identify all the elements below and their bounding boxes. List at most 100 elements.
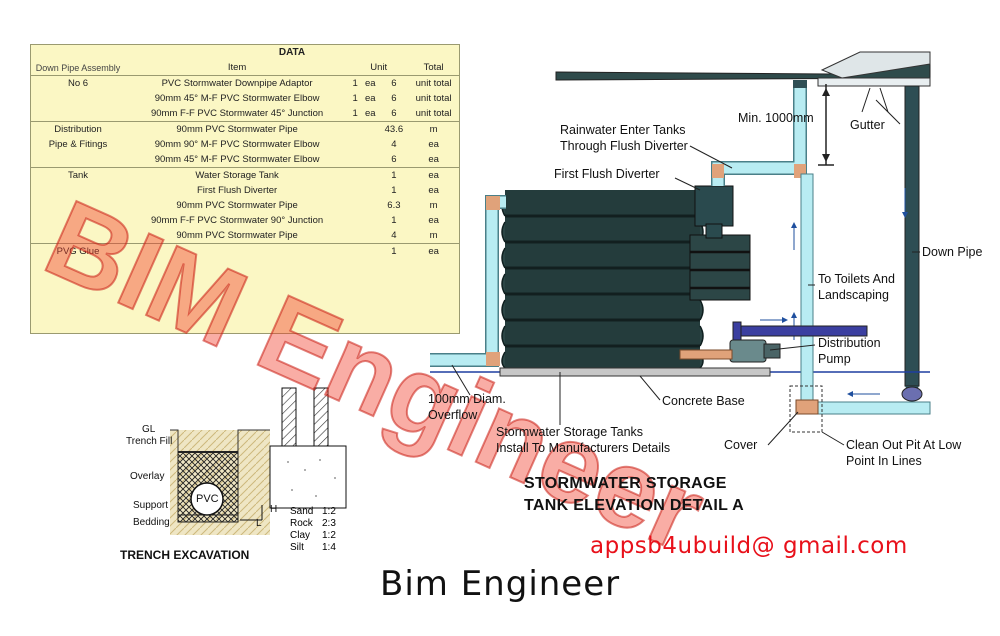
cell-total: ea	[428, 185, 439, 196]
cell-total: m	[429, 230, 438, 241]
leader-lines	[451, 99, 920, 446]
gutter-label: Gutter	[850, 118, 885, 132]
cell-qty	[349, 167, 362, 183]
soil-ratio-row: Sand 1:2	[290, 506, 336, 518]
trench-l-label: L	[256, 518, 262, 529]
cell-item: PVC Stormwater Downpipe Adaptor	[161, 78, 313, 89]
cell-total: m	[429, 200, 438, 211]
cell-total: unit total	[415, 78, 452, 89]
detail-title-1: STORMWATER STORAGE	[524, 475, 727, 492]
trench-fill-label: Trench Fill	[126, 436, 173, 447]
soil-ratio: 1:2	[322, 506, 336, 517]
pump-label: Pump	[818, 352, 851, 366]
to-toilets-label: To Toilets And	[818, 272, 895, 286]
cell-item: 90mm PVC Stormwater Pipe	[125, 121, 350, 137]
cell-count: 6	[391, 154, 397, 165]
cell-count: 6	[391, 93, 397, 104]
cell-qty: 1	[352, 108, 358, 119]
signature-text: Bim Engineer	[380, 564, 621, 604]
distribution-label: Distribution	[818, 336, 881, 350]
cell-item: 90mm F-F PVC Stormwater 45° Junction	[150, 108, 324, 119]
overflow-label-2: Overflow	[428, 408, 478, 422]
cell-count: 6	[391, 108, 397, 119]
cell-total: m	[408, 121, 459, 137]
cell-item: Water Storage Tank	[125, 167, 350, 183]
inlet-pipe	[711, 80, 807, 186]
cell-group: Distribution	[31, 121, 125, 137]
trench-title: TRENCH EXCAVATION	[120, 548, 250, 562]
cell-qty: 1	[352, 78, 358, 89]
table-row: Pipe & Fitings 90mm 90° M-F PVC Stormwate…	[31, 137, 459, 152]
clean-out-label-1: Clean Out Pit At Low	[846, 438, 962, 452]
trench-support-label: Support	[133, 500, 169, 511]
concrete-base-label: Concrete Base	[662, 394, 745, 408]
trench-excavation	[170, 387, 347, 535]
clean-out-pit	[789, 385, 823, 433]
cell-unit	[361, 167, 380, 183]
cell-count: 6	[391, 78, 397, 89]
cover-label: Cover	[724, 438, 758, 452]
trench-gl-label: GL	[142, 424, 156, 435]
cell-item	[125, 243, 350, 259]
detail-title-2: TANK ELEVATION DETAIL A	[524, 497, 744, 514]
cell-total: unit total	[415, 93, 452, 104]
first-flush-diverter	[694, 185, 734, 239]
cell-total: ea	[428, 139, 439, 150]
cell-qty	[349, 243, 362, 259]
soil-ratio-row: Clay 1:2	[290, 530, 336, 542]
roof-gutter	[555, 51, 931, 166]
through-flush-label: Through Flush Diverter	[560, 139, 688, 153]
cell-count: 1	[391, 215, 397, 226]
cell-item: 90mm PVC Stormwater Pipe	[176, 230, 298, 241]
col-item-header: Item	[125, 60, 350, 76]
distribution-riser	[791, 173, 819, 415]
cell-group: Tank	[31, 167, 125, 183]
storage-label-1: Stormwater Storage Tanks	[496, 425, 644, 439]
distribution-pump	[679, 317, 868, 363]
cell-item: 90mm F-F PVC Stormwater 90° Junction	[150, 215, 324, 226]
soil-ratio: 1:2	[322, 530, 336, 541]
cell-group: PVG Glue	[31, 243, 125, 259]
pvc-pipe-label: PVC	[196, 493, 219, 505]
cell-total: unit total	[415, 108, 452, 119]
col-unit-header: Unit	[349, 60, 409, 76]
soil-name: Sand	[290, 506, 314, 517]
cell-item: 90mm 90° M-F PVC Stormwater Elbow	[154, 139, 320, 150]
clean-out-label-2: Point In Lines	[846, 454, 922, 468]
soil-name: Silt	[290, 542, 304, 553]
cell-count: 4	[391, 139, 397, 150]
overflow-pipe	[430, 195, 506, 367]
cell-count: 6.3	[387, 200, 401, 211]
soil-name: Rock	[290, 518, 313, 529]
cell-total: ea	[408, 167, 459, 183]
cell-count: 4	[391, 230, 397, 241]
cell-count: 1	[379, 167, 409, 183]
soil-name: Clay	[290, 530, 311, 541]
rainwater-enter-label: Rainwater Enter Tanks	[560, 123, 686, 137]
cell-total: ea	[428, 154, 439, 165]
trench-h-label: H	[270, 504, 278, 515]
email-text: appsb4ubuild@ gmail.com	[590, 533, 908, 559]
landscaping-label: Landscaping	[818, 288, 889, 302]
cell-total: ea	[408, 243, 459, 259]
trench-bedding-label: Bedding	[133, 517, 170, 528]
min-height-label: Min. 1000mm	[738, 111, 814, 125]
storage-tank	[499, 190, 771, 377]
col-group-header: Down Pipe Assembly	[31, 60, 125, 76]
cell-group: Pipe & Fitings	[48, 139, 108, 150]
cell-unit	[361, 243, 380, 259]
cell-count: 43.6	[379, 121, 409, 137]
down-pipe-label: Down Pipe	[922, 245, 983, 259]
down-pipe	[901, 85, 923, 402]
